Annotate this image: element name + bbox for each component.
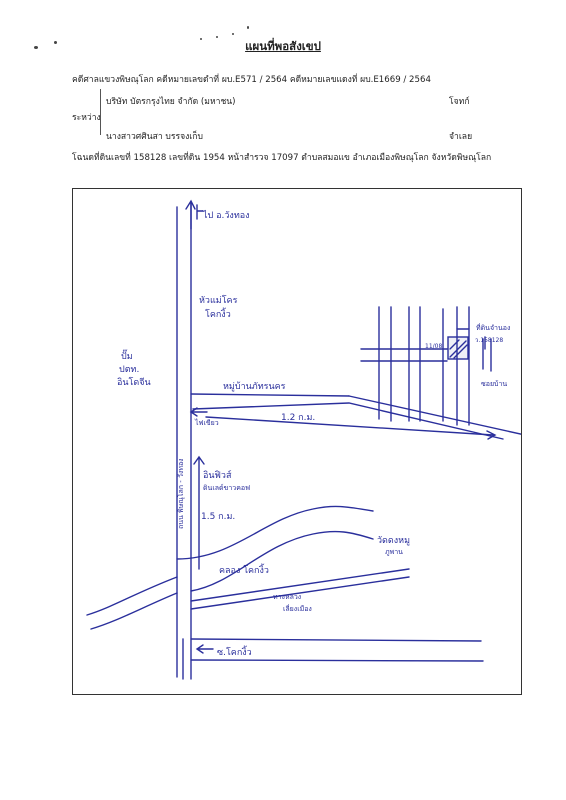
sketch-map: ไป อ.วังทอง ถนน พิษณุโลก - วังทอง ปั๊ม ป… <box>86 199 521 680</box>
land-deed-line: โฉนดที่ดินเลขที่ 158128 เลขที่ดิน 1954 ห… <box>72 153 492 163</box>
sketch-map-frame: ไป อ.วังทอง ถนน พิษณุโลก - วังทอง ปั๊ม ป… <box>72 188 522 695</box>
junction-label-2: โคกงิ้ว <box>205 307 231 320</box>
village-road-top <box>190 393 350 397</box>
scan-mark <box>216 36 218 38</box>
left-small-label: ไฟเขียว <box>194 418 219 427</box>
distance-arrow-1 <box>205 416 497 440</box>
plot-marker-label: ที่ดินจำนอง <box>476 323 510 332</box>
scan-mark <box>232 33 234 35</box>
left-note-ptt: ปตท. <box>119 365 139 375</box>
plot-code-label: 11/08 <box>425 343 442 350</box>
between-label: ระหว่าง <box>72 113 101 123</box>
footer-road-arrow <box>195 644 214 654</box>
canal-label: คลอง โคกงิ้ว <box>219 563 269 576</box>
canal-lower <box>190 530 374 592</box>
bottom-road-upper <box>190 568 410 602</box>
top-road-marker <box>196 204 204 220</box>
defendant-name: นางสาวศศินสา บรรจงเก็บ <box>106 132 203 142</box>
shop-label: อินฟิวส์ <box>203 469 232 481</box>
left-note-pump: ปั๊ม <box>121 349 133 362</box>
left-arrow-1 <box>189 407 208 417</box>
land-plot-hatch <box>449 339 468 359</box>
plaintiff-name: บริษัท บัตรกรุงไทย จำกัด (มหาชน) <box>106 97 236 107</box>
bracket-divider <box>100 89 101 135</box>
distance-arrow-2 <box>193 455 205 570</box>
scan-mark <box>54 41 57 44</box>
left-canal-upper <box>86 576 178 616</box>
village-road-lower <box>348 395 521 435</box>
case-number-line: คดีศาลแขวงพิษณุโลก คดีหมายเลขดำที่ ผบ.E5… <box>72 75 431 85</box>
temple-label-2: ภูพาน <box>385 548 403 556</box>
right-side-lines <box>482 338 492 372</box>
plot-marker-label-2: ว.158128 <box>475 337 503 344</box>
footer-road-bottom <box>190 659 484 662</box>
defendant-role: จำเลย <box>449 132 473 142</box>
main-road-label: ถนน พิษณุโลก - วังทอง <box>176 458 185 529</box>
footer-road-label: ซ.โคกงิ้ว <box>217 645 252 658</box>
document-title: แผนที่พอสังเขป <box>245 39 321 53</box>
right-side-label: ซอยบ้าน <box>481 380 507 388</box>
scan-mark <box>34 46 38 49</box>
shop-label-2: ดินเลด์ขาวคอฟ <box>203 484 250 492</box>
footer-road-top <box>190 638 482 642</box>
distance-label-2: 1.5 ก.ม. <box>201 512 235 522</box>
plaintiff-role: โจทก์ <box>449 97 470 107</box>
village-label: หมู่บ้านภัทรนคร <box>223 381 286 392</box>
top-road-label: ไป อ.วังทอง <box>202 210 250 221</box>
bottom-road-label-2: เลี่ยงเมือง <box>283 604 312 613</box>
left-note-indochina: อินโดจีน <box>117 377 151 388</box>
village-road-bottom <box>192 402 504 440</box>
distance-label-1: 1.2 ก.ม. <box>281 413 315 423</box>
junction-label: หัวแม่โคร <box>199 295 238 306</box>
temple-label: วัดดงหมู <box>377 536 410 546</box>
bottom-road-lower <box>190 576 410 610</box>
left-canal-lower <box>90 592 178 630</box>
bottom-road-label: ทางหลวง <box>273 593 301 601</box>
north-arrow <box>185 199 196 230</box>
canal-upper <box>176 505 374 560</box>
scan-mark <box>200 38 202 40</box>
scan-mark <box>247 26 249 29</box>
